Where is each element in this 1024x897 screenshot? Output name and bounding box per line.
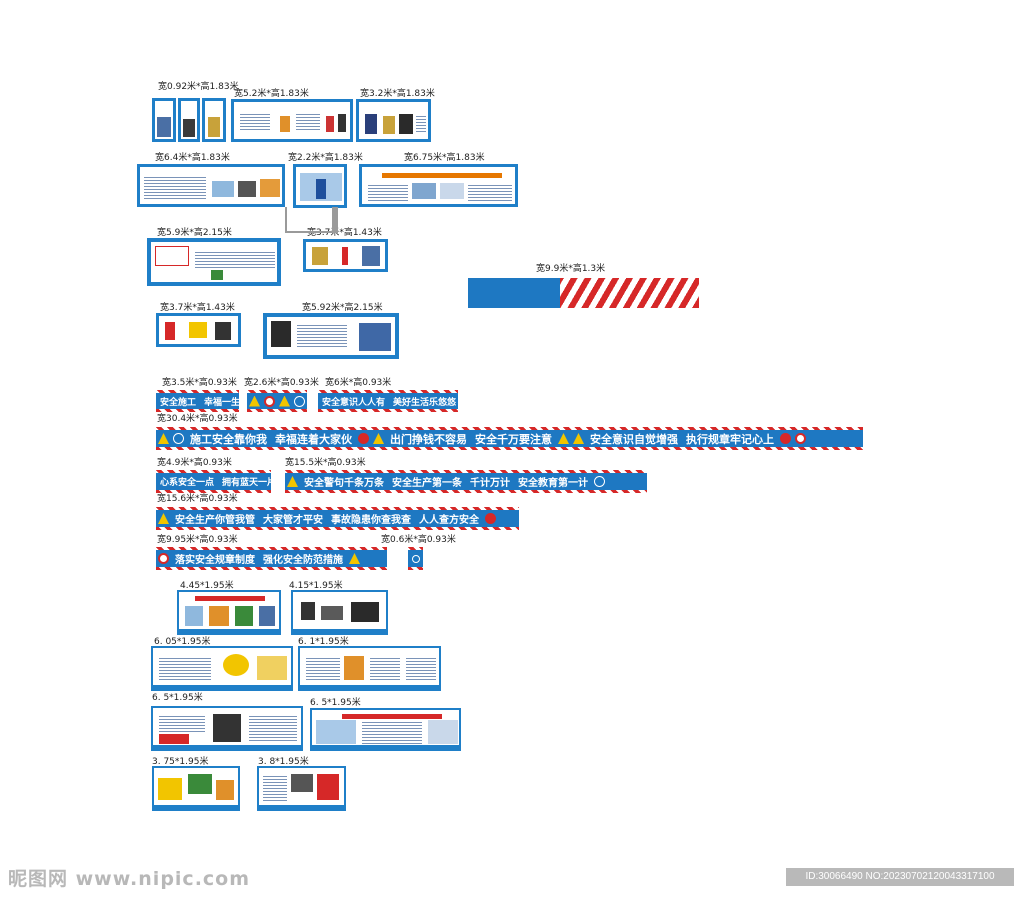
- size-label: 宽3.7米*高1.43米: [160, 303, 235, 313]
- warning-icon: [349, 553, 360, 564]
- board-3.8x1.95: [257, 766, 346, 811]
- warning-icon: [158, 513, 169, 524]
- size-label: 6. 1*1.95米: [298, 637, 349, 647]
- mandatory-icon: [411, 554, 420, 563]
- board-6.5x1.95-b: [310, 708, 461, 751]
- board-6.75x1.83: [359, 164, 518, 207]
- connector-line: [332, 207, 338, 233]
- slogan-banner-4.9: 心系安全一点拥有蓝天一片: [156, 470, 271, 493]
- size-label: 宽9.9米*高1.3米: [536, 264, 606, 274]
- board-0.92x1.83-c: [202, 98, 226, 142]
- size-label: 宽15.5米*高0.93米: [285, 458, 366, 468]
- size-label: 宽30.4米*高0.93米: [157, 414, 238, 424]
- sign-banner-0.6: [408, 547, 423, 570]
- board-5.92x2.15: [263, 313, 399, 359]
- slogan-banner-9.95: 落实安全规章制度强化安全防范措施: [156, 547, 387, 570]
- board-5.2x1.83: [231, 99, 353, 142]
- connector-line: [285, 207, 287, 233]
- size-label: 6. 05*1.95米: [154, 637, 211, 647]
- connector-line: [285, 231, 333, 233]
- stripe-board-9.9x1.3: [468, 278, 699, 308]
- board-3.75x1.95: [152, 766, 240, 811]
- size-label: 宽9.95米*高0.93米: [157, 535, 238, 545]
- watermark-logo: 昵图网 www.nipic.com: [8, 868, 251, 890]
- board-0.92x1.83-b: [178, 98, 200, 142]
- size-label: 宽0.6米*高0.93米: [381, 535, 456, 545]
- board-6.05x1.95: [151, 646, 293, 691]
- size-label: 3. 75*1.95米: [152, 757, 209, 767]
- board-2.2x1.83: [293, 164, 347, 208]
- prohibition-icon: [158, 553, 169, 564]
- warning-icon: [279, 395, 290, 407]
- size-label: 宽0.92米*高1.83米: [158, 82, 239, 92]
- size-label: 宽5.2米*高1.83米: [234, 89, 309, 99]
- slogan-banner-3.5: 安全施工幸福一生: [156, 390, 239, 412]
- size-label: 宽6.4米*高1.83米: [155, 153, 230, 163]
- size-label: 宽5.9米*高2.15米: [157, 228, 232, 238]
- warning-icon: [558, 433, 569, 444]
- board-3.7x1.43-b: [156, 313, 241, 347]
- size-label: 宽3.5米*高0.93米: [162, 378, 237, 388]
- stop-icon: [780, 433, 791, 444]
- size-label: 宽3.7米*高1.43米: [307, 228, 382, 238]
- mandatory-icon: [594, 476, 605, 487]
- size-label: 宽6米*高0.93米: [325, 378, 392, 388]
- warning-icon: [573, 433, 584, 444]
- warning-icon: [158, 433, 169, 444]
- sign-banner-2.6: [247, 390, 307, 412]
- size-label: 宽6.75米*高1.83米: [404, 153, 485, 163]
- board-5.9x2.15: [147, 238, 281, 286]
- stop-icon: [358, 433, 369, 444]
- mandatory-icon: [173, 433, 184, 444]
- board-4.15x1.95: [291, 590, 388, 635]
- board-0.92x1.83: [152, 98, 176, 142]
- prohibition-icon: [795, 433, 806, 444]
- warning-icon: [287, 476, 298, 487]
- board-3.2x1.83: [356, 99, 431, 142]
- size-label: 宽2.2米*高1.83米: [288, 153, 363, 163]
- board-6.4x1.83: [137, 164, 285, 207]
- slogan-banner-6: 安全意识人人有美好生活乐悠悠: [318, 390, 458, 412]
- size-label: 3. 8*1.95米: [258, 757, 309, 767]
- warning-icon: [373, 433, 384, 444]
- size-label: 宽2.6米*高0.93米: [244, 378, 319, 388]
- size-label: 4.45*1.95米: [180, 581, 234, 591]
- slogan-banner-15.6: 安全生产你管我管大家管才平安 事故隐患你查我查人人查方安全: [156, 507, 519, 530]
- size-label: 宽4.9米*高0.93米: [157, 458, 232, 468]
- board-6.1x1.95: [298, 646, 441, 691]
- stop-icon: [485, 513, 496, 524]
- size-label: 宽3.2米*高1.83米: [360, 89, 435, 99]
- slogan-banner-30.4: 施工安全靠你我幸福连着大家伙 出门挣钱不容易安全千万要注意 安全意识自觉增强执行…: [156, 427, 863, 450]
- size-label: 宽15.6米*高0.93米: [157, 494, 238, 504]
- size-label: 4.15*1.95米: [289, 581, 343, 591]
- warning-icon: [249, 395, 260, 407]
- board-4.45x1.95: [177, 590, 281, 635]
- size-label: 6. 5*1.95米: [310, 698, 361, 708]
- size-label: 6. 5*1.95米: [152, 693, 203, 703]
- image-id-bar: ID:30066490 NO:20230702120043317100: [786, 868, 1014, 886]
- slogan-banner-15.5: 安全警句千条万条安全生产第一条 千计万计安全教育第一计: [285, 470, 647, 493]
- prohibition-icon: [264, 395, 275, 407]
- mandatory-icon: [294, 395, 305, 407]
- size-label: 宽5.92米*高2.15米: [302, 303, 383, 313]
- board-3.7x1.43: [303, 239, 388, 272]
- board-6.5x1.95: [151, 706, 303, 751]
